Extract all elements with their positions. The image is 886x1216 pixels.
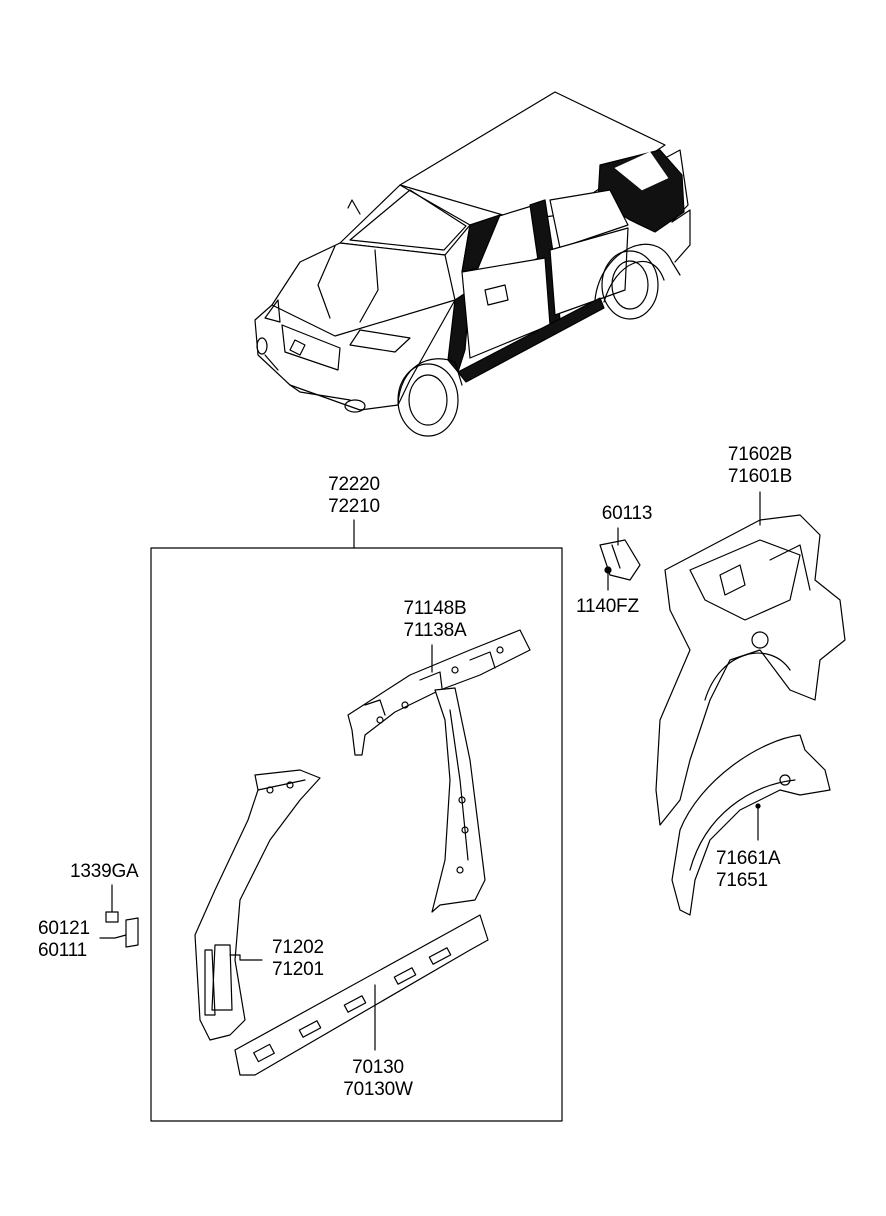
small-bracket-part	[99, 917, 139, 948]
leader-small-bracket	[99, 934, 127, 939]
bracket-part	[599, 527, 641, 591]
leader-a-pillar	[229, 954, 263, 961]
callout-roof-rail: 71148B 71138A	[393, 598, 477, 642]
part-code: 71602B	[727, 444, 793, 465]
part-code: 72220	[328, 474, 380, 495]
nut-part	[105, 884, 119, 923]
part-code: 71138A	[403, 620, 467, 641]
part-code: 71202	[272, 937, 324, 958]
part-code: 71651	[716, 870, 768, 891]
a-pillar-part	[194, 769, 321, 1041]
callout-bolt: 1140FZ	[576, 596, 639, 618]
part-code: 72210	[328, 496, 380, 517]
part-code: 70130W	[343, 1079, 413, 1100]
callout-small-bracket: 60121 60111	[38, 918, 90, 962]
quarter-panel-part	[655, 491, 846, 826]
part-code: 71601B	[727, 466, 793, 487]
callout-bracket: 60113	[592, 503, 662, 525]
part-code: 60111	[38, 940, 88, 961]
callout-side-assy: 72220 72210	[318, 474, 390, 518]
callout-wheel-house: 71661A 71651	[716, 848, 781, 892]
part-code: 71201	[272, 959, 324, 980]
callout-nut: 1339GA	[70, 861, 139, 883]
part-code: 60113	[601, 503, 653, 524]
b-pillar-part	[431, 687, 486, 913]
vehicle-illustration	[254, 91, 691, 437]
part-code: 70130	[352, 1057, 404, 1078]
callout-a-pillar: 71202 71201	[272, 937, 324, 981]
part-code: 71661A	[716, 848, 781, 869]
callout-side-sill: 70130 70130W	[332, 1057, 424, 1101]
part-code: 1339GA	[70, 861, 139, 882]
part-code: 1140FZ	[576, 596, 639, 617]
side-sill-part	[234, 914, 489, 1076]
part-code: 60121	[38, 918, 90, 939]
callout-quarter-panel: 71602B 71601B	[718, 444, 802, 488]
assembly-frame	[150, 547, 563, 1122]
part-code: 71148B	[403, 598, 467, 619]
wheel-house-part	[671, 734, 831, 916]
